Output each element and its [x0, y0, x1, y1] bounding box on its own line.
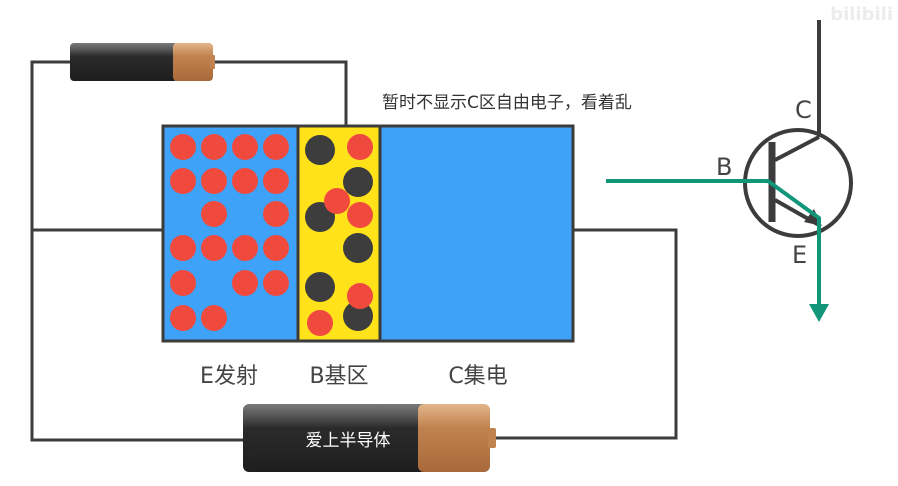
- hole: [201, 134, 227, 160]
- emitter-region: [163, 126, 298, 341]
- annotation-text: 暂时不显示C区自由电子，看着乱: [382, 93, 632, 113]
- electron: [305, 272, 335, 302]
- collector-wire: [494, 228, 678, 440]
- base-terminal-label: B: [716, 153, 732, 181]
- electron: [343, 167, 373, 197]
- hole: [263, 134, 289, 160]
- hole: [232, 270, 258, 296]
- hole: [170, 270, 196, 296]
- large-battery: 爱上半导体: [243, 404, 496, 472]
- hole: [263, 201, 289, 227]
- watermark: bilibili: [830, 4, 893, 25]
- hole: [201, 168, 227, 194]
- hole: [170, 134, 196, 160]
- hole: [232, 235, 258, 261]
- top-wire: [30, 60, 244, 442]
- hole: [263, 168, 289, 194]
- electron: [343, 301, 373, 331]
- emitter-label: E发射: [200, 364, 258, 389]
- hole: [170, 235, 196, 261]
- transistor-symbol: [743, 20, 853, 260]
- hole: [170, 168, 196, 194]
- emitter-terminal-label: E: [792, 241, 807, 269]
- hole: [347, 134, 373, 160]
- hole: [347, 202, 373, 228]
- electron: [305, 135, 335, 165]
- hole: [170, 305, 196, 331]
- emitter-holes: [170, 134, 289, 331]
- current-arrowhead: [809, 304, 829, 322]
- collector-region: [380, 126, 573, 341]
- top-right-wire: [214, 60, 348, 126]
- base-label: B基区: [309, 364, 368, 389]
- collector-diagonal: [774, 135, 820, 162]
- circuit-wires: [30, 60, 678, 442]
- base-carriers: [305, 134, 373, 336]
- collector-terminal-label: C: [795, 96, 812, 124]
- current-flow: [606, 179, 821, 308]
- hole: [201, 201, 227, 227]
- hole: [232, 134, 258, 160]
- collector-label: C集电: [448, 364, 507, 389]
- hole: [324, 188, 350, 214]
- small-battery: [70, 43, 215, 81]
- hole: [347, 283, 373, 309]
- base-current-arrow: [606, 179, 821, 308]
- electron: [343, 233, 373, 263]
- hole: [263, 235, 289, 261]
- hole: [263, 270, 289, 296]
- battery-label: 爱上半导体: [306, 431, 391, 451]
- hole: [201, 235, 227, 261]
- hole: [201, 305, 227, 331]
- semiconductor-block: [161, 124, 575, 343]
- hole: [232, 168, 258, 194]
- hole: [307, 310, 333, 336]
